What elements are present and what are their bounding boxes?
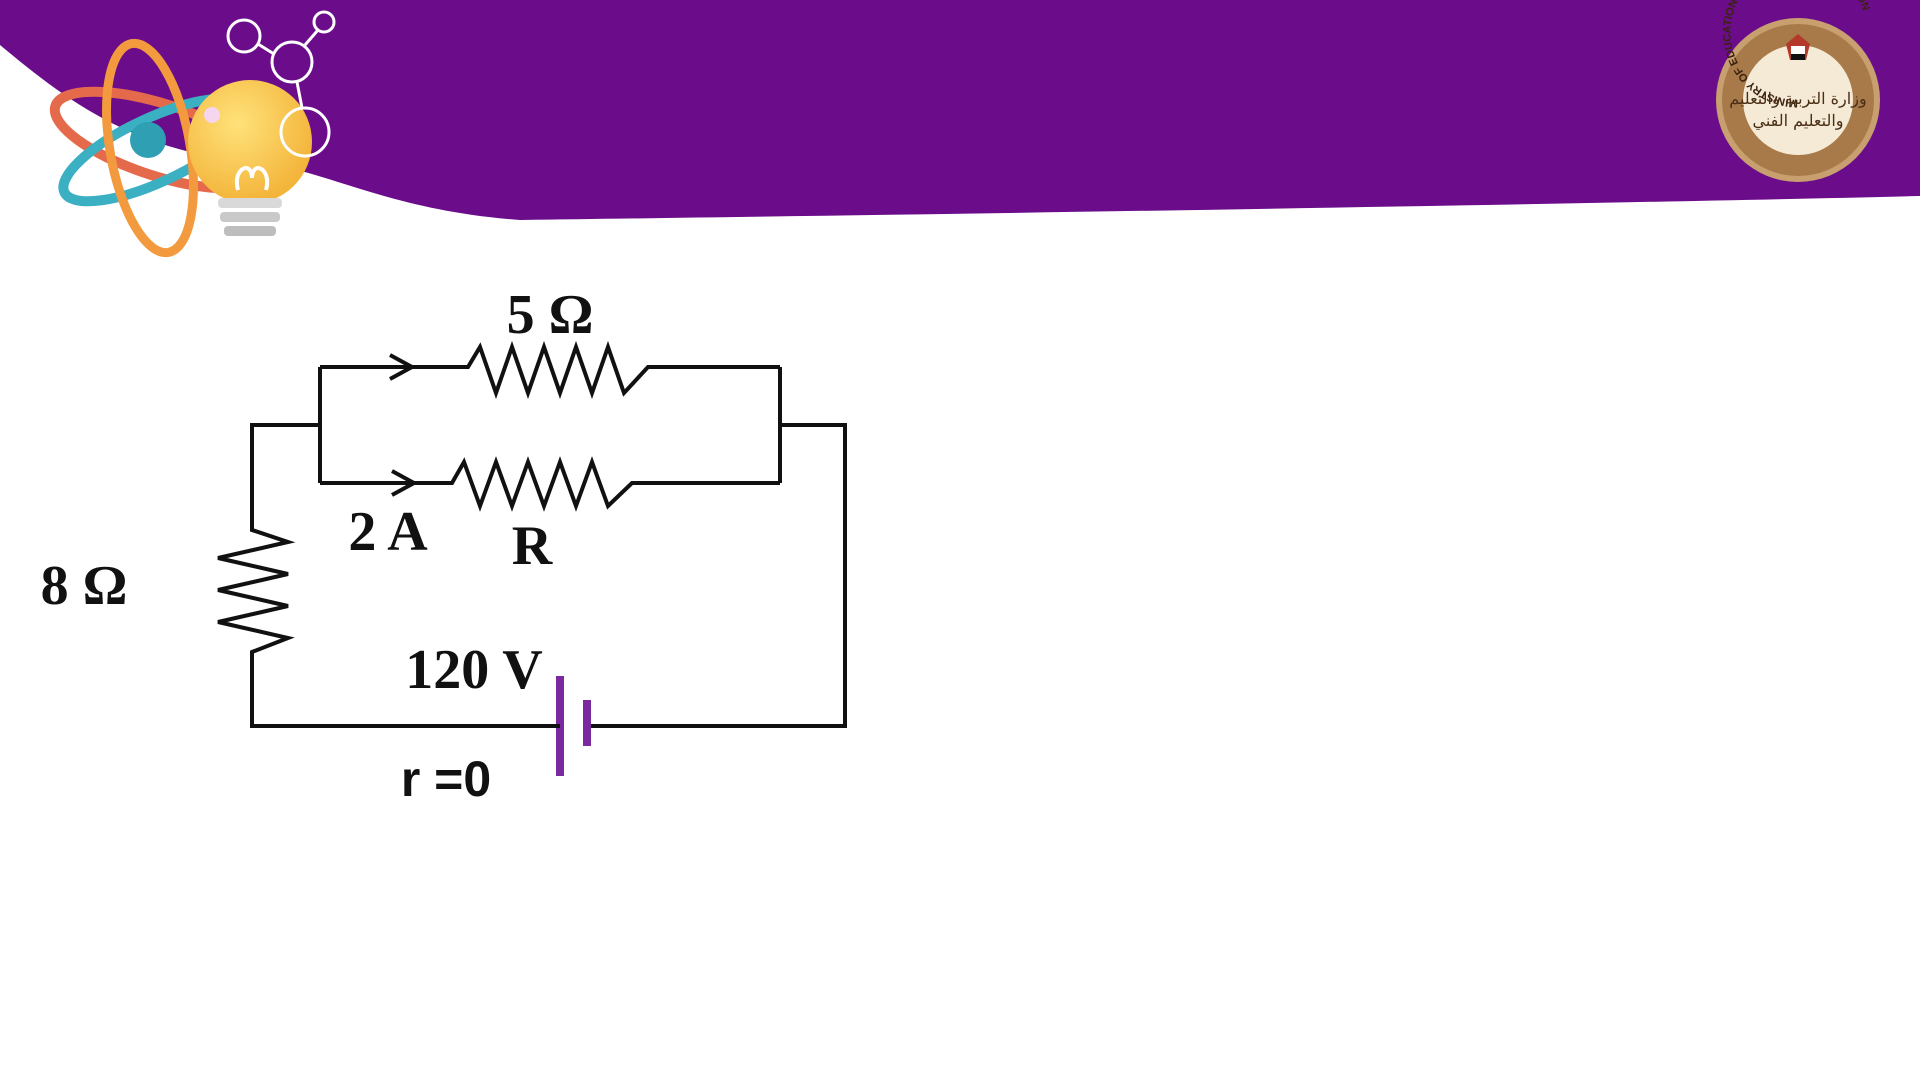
battery-icon	[560, 676, 587, 776]
bottom-resistor-label: R	[512, 515, 553, 577]
current-label: 2 A	[348, 501, 428, 563]
series-resistor-label: 8 Ω	[41, 555, 128, 617]
seal-arabic-line-2: والتعليم الفني	[1752, 111, 1843, 130]
top-resistor-label: 5 Ω	[507, 284, 594, 346]
battery-emf-label: 120 V	[405, 639, 542, 701]
internal-resistance-label: r =0	[401, 751, 491, 807]
top-branch-wire	[320, 347, 780, 393]
bottom-branch-wire	[320, 462, 780, 506]
right-outer-wire	[586, 425, 845, 726]
seal-arabic-line-1: وزارة التربية والتعليم	[1729, 89, 1866, 108]
